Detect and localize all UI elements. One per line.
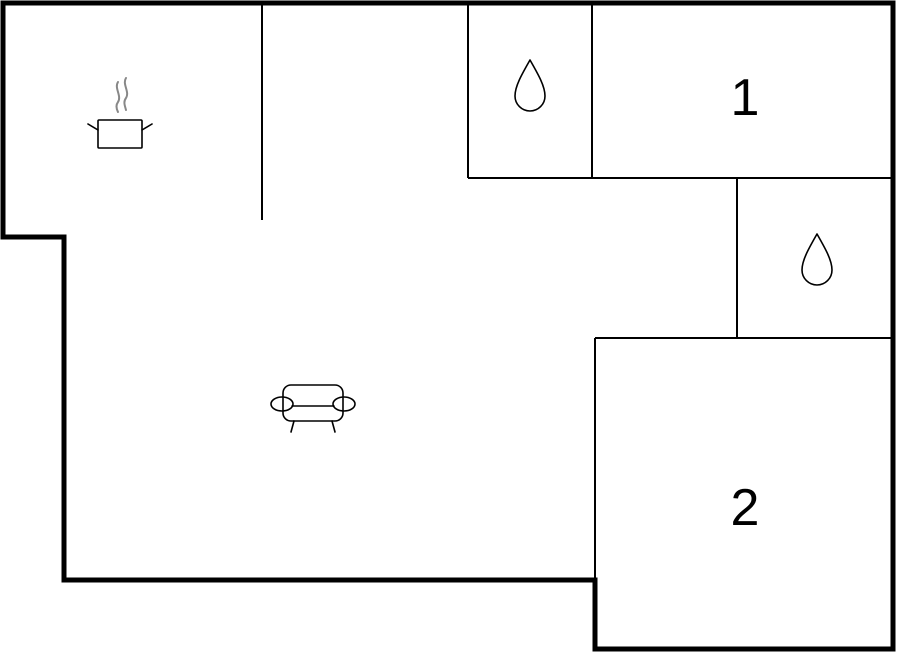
room-label-2: 2 [731,479,760,537]
water-drop-icon [801,233,833,286]
water-drop-icon [514,59,546,112]
sofa-icon [270,384,356,433]
cooking-pot-icon [87,77,153,149]
room-label-1: 1 [731,69,760,127]
